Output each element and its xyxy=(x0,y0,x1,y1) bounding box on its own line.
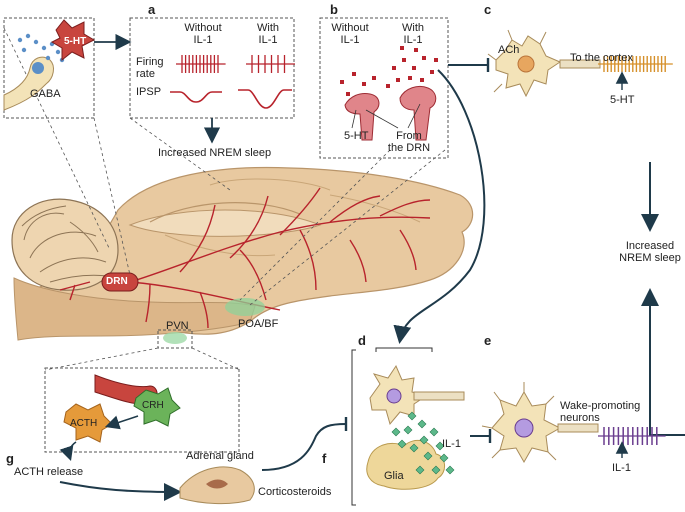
panel-label-g: g xyxy=(6,451,14,466)
b-col-without: Without IL-1 xyxy=(331,22,369,47)
a-col-with: With IL-1 xyxy=(257,22,279,47)
cortex-spike-train xyxy=(598,56,673,72)
acth-release-label: ACTH release xyxy=(14,466,84,478)
b-from-drn: From the DRN xyxy=(387,130,431,155)
c-ach-label: ACh xyxy=(498,44,520,56)
poa-bf-label: POA/BF xyxy=(238,318,279,330)
panel-label-f: f xyxy=(322,451,327,466)
panel-g-box xyxy=(44,367,240,462)
wake-spike-train xyxy=(598,427,666,445)
e-il1-label: IL-1 xyxy=(612,462,631,474)
panel-label-e: e xyxy=(484,333,492,348)
guide-lines xyxy=(3,27,446,371)
c-to-cortex: To the cortex xyxy=(570,52,633,64)
a-firing-rate: Firing rate xyxy=(136,56,164,81)
adrenal-gland-label: Adrenal gland xyxy=(186,450,254,462)
panel-c-neuron xyxy=(487,29,601,98)
firing-with-trace xyxy=(246,55,295,73)
arrow-e-connector xyxy=(649,395,685,436)
inset-ht-label: 5-HT xyxy=(64,36,87,47)
firing-without-trace xyxy=(176,55,226,73)
panel-label-a: a xyxy=(148,2,156,17)
panel-d-box xyxy=(351,347,492,506)
a-col-without: Without IL-1 xyxy=(184,22,222,47)
panel-label-b: b xyxy=(330,2,338,17)
arrow-acth-to-adrenal xyxy=(59,481,182,501)
arrow-cortico-to-d xyxy=(261,423,347,471)
a-result: Increased NREM sleep xyxy=(158,147,272,159)
b-col-with: With IL-1 xyxy=(402,22,424,47)
glia-label: Glia xyxy=(384,470,404,482)
d-il1-label: IL-1 xyxy=(442,438,461,450)
b-ht-label: 5-HT xyxy=(344,130,369,142)
a-ipsp: IPSP xyxy=(136,86,162,98)
inset-gaba-label: GABA xyxy=(30,88,61,100)
panel-label-d: d xyxy=(358,333,366,348)
increased-nrem-label: Increased NREM sleep xyxy=(619,240,681,265)
wake-neurons-label: Wake-promoting neurons xyxy=(560,400,641,425)
ipsp-with-trace xyxy=(238,89,292,109)
panel-label-c: c xyxy=(484,2,492,17)
acth-label: ACTH xyxy=(70,418,98,429)
crh-label: CRH xyxy=(142,400,164,411)
inset-synapse xyxy=(3,17,96,119)
adrenal-core xyxy=(206,479,228,489)
panel-e-neuron xyxy=(481,382,599,464)
panel-b-box xyxy=(319,17,490,344)
brain-section xyxy=(11,166,474,349)
drn-label: DRN xyxy=(106,276,128,287)
ipsp-without-trace xyxy=(170,91,222,103)
corticosteroids-label: Corticosteroids xyxy=(258,486,332,498)
c-ht-label: 5-HT xyxy=(610,94,635,106)
pvn-label: PVN xyxy=(166,320,189,332)
